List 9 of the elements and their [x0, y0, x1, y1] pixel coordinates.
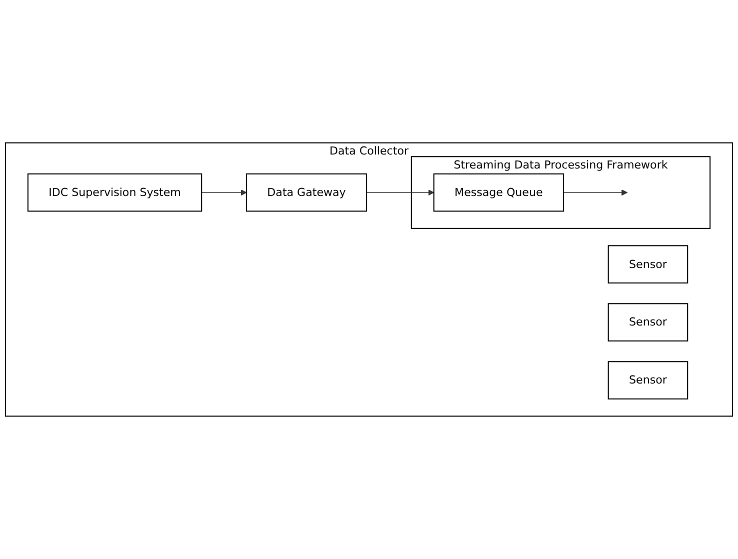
- arrow: [201, 190, 247, 196]
- node-box: Message Queue: [433, 173, 564, 212]
- node-box: IDC Supervision System: [27, 173, 202, 212]
- arrow: [366, 190, 434, 196]
- arrow: [563, 190, 628, 196]
- node-box: Sensor: [608, 303, 688, 342]
- node-box: Data Gateway: [246, 173, 368, 212]
- node-box: Sensor: [608, 361, 688, 400]
- node-box: Sensor: [608, 245, 688, 284]
